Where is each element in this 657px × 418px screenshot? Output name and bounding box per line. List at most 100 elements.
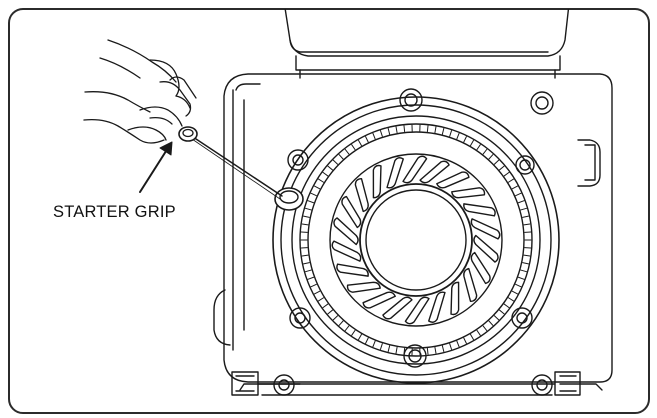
cover-rib: [522, 262, 529, 265]
louver-slot: [354, 178, 369, 213]
cover-rib: [449, 343, 453, 350]
cover-rib: [344, 148, 350, 155]
cover-rib: [358, 139, 362, 147]
cover-rib: [503, 171, 510, 177]
engine-top-housing: [282, 9, 571, 79]
louver-slot: [382, 296, 413, 320]
cover-rib: [482, 148, 488, 155]
cover-rib: [434, 346, 437, 354]
hand-pulling-icon: [83, 39, 198, 144]
cover-rib: [379, 130, 383, 137]
louver-slot: [473, 234, 499, 263]
cover-rib: [303, 215, 310, 218]
starter-grip-label: STARTER GRIP: [53, 203, 176, 221]
cover-rib: [317, 178, 325, 183]
louver-slot: [336, 263, 369, 277]
cover-rib: [517, 276, 525, 280]
cover-rib: [498, 309, 505, 315]
cover-rib: [511, 185, 519, 190]
cover-rib: [310, 283, 317, 288]
louver-slot: [428, 291, 446, 323]
louver-slot: [333, 217, 359, 246]
louver-slot: [404, 296, 430, 325]
cover-rib: [310, 192, 317, 197]
outer-ribs: [300, 124, 532, 356]
cover-rib: [395, 126, 398, 134]
cover-rib: [520, 269, 528, 273]
cover-rib: [498, 165, 505, 171]
cover-rib: [344, 325, 350, 332]
cover-rib: [476, 144, 481, 151]
cover-rib: [488, 154, 494, 160]
cover-rib: [338, 320, 344, 326]
cover-rib: [507, 178, 515, 183]
cover-rib: [317, 297, 325, 302]
cover-rib: [426, 347, 429, 355]
rope-guide: [274, 187, 304, 211]
cover-rib: [365, 136, 369, 143]
bolt-left-lower: [289, 307, 311, 329]
recoil-starter-cover: [272, 96, 560, 384]
cover-rib: [327, 309, 334, 315]
cover-rib: [332, 315, 339, 321]
cover-rib: [470, 139, 474, 147]
louver-slot: [331, 240, 362, 262]
cover-rib: [463, 136, 467, 143]
cover-rib: [403, 125, 406, 133]
louver-slot: [450, 281, 460, 316]
cover-rib: [338, 154, 344, 160]
bolt-left-upper: [287, 149, 309, 171]
cover-rib: [456, 340, 460, 348]
cover-rib: [395, 346, 398, 354]
cover-rib: [515, 192, 522, 197]
louver-slot: [436, 171, 470, 189]
cover-rib: [488, 320, 494, 326]
cover-rib: [387, 127, 391, 135]
cover-rib: [358, 333, 362, 341]
engine-block: [213, 73, 613, 391]
louver-slot: [372, 164, 382, 199]
cover-rib: [470, 333, 474, 341]
louver-slot: [341, 195, 362, 229]
cover-rib: [301, 254, 309, 257]
cover-rib: [493, 159, 500, 165]
cover-rib: [503, 303, 510, 309]
cover-rib: [304, 207, 312, 211]
cover-rib: [322, 171, 329, 177]
cover-rib: [523, 254, 531, 257]
cover-rib: [426, 125, 429, 133]
cover-rib: [372, 132, 376, 140]
cover-rib: [327, 165, 334, 171]
cover-rib: [322, 303, 329, 309]
cover-rib: [523, 223, 531, 226]
bolt-bottom: [403, 344, 427, 368]
louver-slot: [346, 281, 381, 293]
cover-rib: [476, 329, 481, 336]
louver-slot: [470, 251, 491, 285]
cover-rib: [493, 315, 500, 321]
cover-rib: [387, 345, 391, 353]
cover-rib: [441, 345, 445, 353]
starter-rope: [189, 134, 283, 197]
cover-rib: [520, 207, 528, 211]
louver-slot: [362, 291, 396, 309]
louver-slot: [402, 155, 428, 184]
cover-rib: [441, 127, 445, 135]
cover-rib: [365, 337, 369, 344]
louver-slot: [386, 157, 404, 189]
cover-rib: [379, 343, 383, 350]
cover-rib: [332, 159, 339, 165]
cover-rib: [482, 325, 488, 332]
louver-slot: [419, 160, 450, 184]
cooling-louvers: [331, 155, 501, 325]
bolt-top: [399, 88, 423, 112]
cover-rib: [351, 144, 356, 151]
bolt-right: [515, 155, 535, 175]
cover-rib: [434, 126, 437, 134]
louver-slot: [451, 187, 486, 199]
cover-rib: [515, 283, 522, 288]
cover-rib: [351, 329, 356, 336]
cover-rib: [522, 215, 529, 218]
